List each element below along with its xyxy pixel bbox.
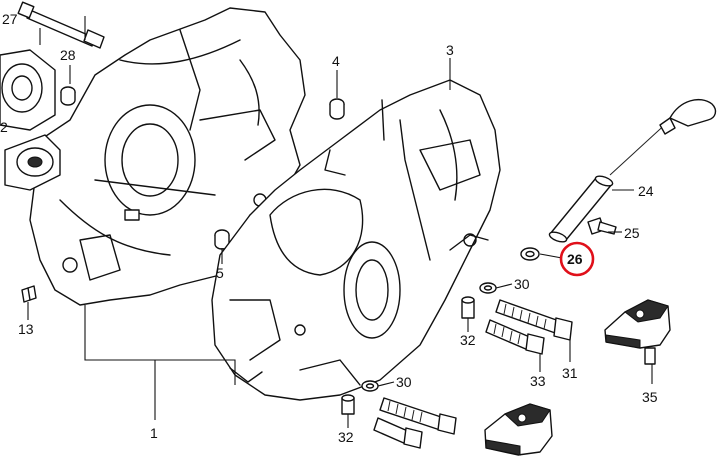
callout-24: 24: [638, 183, 654, 199]
callout-33: 33: [530, 373, 546, 389]
engine-mount-35: [604, 299, 671, 365]
bolt-32-upper: [461, 296, 475, 319]
callout-26: 26: [567, 251, 583, 267]
callout-13: 13: [18, 321, 34, 337]
side-cover: [0, 49, 61, 191]
callout-4: 4: [332, 53, 340, 69]
callout-32-upper: 32: [460, 332, 476, 348]
callout-30-lower: 30: [396, 374, 412, 390]
engine-mount-lower: [484, 403, 553, 456]
washer-30-upper: [479, 282, 497, 294]
callout-27: 27: [2, 11, 18, 27]
bolt-27: [17, 1, 105, 49]
long-bolt-33: [485, 319, 545, 355]
callout-28: 28: [60, 47, 76, 63]
callout-1: 1: [150, 425, 158, 441]
callout-32-lower: 32: [338, 429, 354, 445]
callout-5: 5: [216, 265, 224, 281]
callout-labels: 27 28 2 4 3 24 25 26 5 30 13 32 33 31 35…: [0, 11, 658, 445]
long-bolt-31: [495, 299, 573, 341]
bolt-25: [587, 217, 617, 235]
long-bolt-lower-a: [379, 397, 457, 435]
callout-35: 35: [642, 389, 658, 405]
callout-25: 25: [624, 225, 640, 241]
left-crankcase: [29, 7, 306, 306]
dowel-28: [60, 86, 76, 106]
right-crankcase: [211, 79, 501, 401]
leader-lines: [27, 16, 653, 428]
plug-13: [21, 285, 37, 303]
bolt-32-lower: [341, 394, 355, 415]
dowel-4: [329, 98, 345, 120]
highlight-circle: [559, 241, 595, 277]
dipstick-tube-24: [548, 99, 717, 243]
washer-26: [520, 247, 540, 261]
washer-30-lower: [361, 380, 379, 392]
long-bolt-lower-b: [373, 417, 423, 449]
callout-30-upper: 30: [514, 276, 530, 292]
callout-31: 31: [562, 365, 578, 381]
callout-2: 2: [0, 119, 8, 135]
callout-3: 3: [446, 42, 454, 58]
